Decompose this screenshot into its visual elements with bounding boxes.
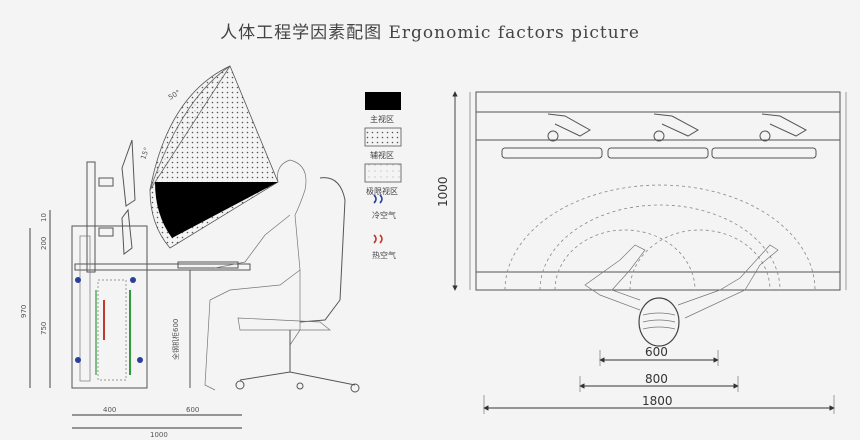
plan-dim-1800: 1800 xyxy=(642,394,673,408)
dim-height-total: 970 xyxy=(20,305,28,318)
dim-cabinet-depth: 400 xyxy=(103,406,116,414)
legend-aux-label: 辅视区 xyxy=(370,150,394,160)
cabinet-label: 全钢机柜600 xyxy=(171,319,180,360)
monitor-pole xyxy=(86,161,96,273)
legend-hot-label: 热空气 xyxy=(372,250,396,260)
legend: 主视区 辅视区 极限视区 冷空气 热空气 xyxy=(364,92,402,260)
monitor-arm-lower xyxy=(98,227,114,237)
steel-cabinet xyxy=(71,225,148,389)
chair-back xyxy=(299,177,346,323)
monitor-set xyxy=(501,113,817,159)
side-view: 50° 15° 全钢机柜600 xyxy=(20,65,360,439)
legend-main-label: 主视区 xyxy=(370,114,394,124)
plan-view: 1000 600 800 1800 xyxy=(436,91,847,414)
dim-desk: 750 xyxy=(40,322,48,335)
legend-aux-swatch xyxy=(364,127,402,147)
legend-main-swatch xyxy=(365,92,401,110)
angle-top-label: 50° xyxy=(167,89,182,102)
legend-limit-swatch xyxy=(364,163,402,183)
desk-top xyxy=(74,263,251,271)
monitor-lower xyxy=(121,208,133,255)
console-frame xyxy=(475,91,841,291)
page-title: 人体工程学因素配图 Ergonomic factors picture xyxy=(220,23,640,43)
cold-air-icon xyxy=(373,194,383,204)
monitor-arm-upper xyxy=(98,177,114,187)
dim-total-depth: 1000 xyxy=(150,431,168,439)
reach-arc-outer xyxy=(504,184,816,291)
keyboard xyxy=(177,261,239,269)
hot-air-icon xyxy=(373,234,383,244)
legend-cold-label: 冷空气 xyxy=(372,210,396,220)
angle-mid-label: 15° xyxy=(139,146,151,160)
monitor-upper xyxy=(121,139,136,207)
plan-dim-600: 600 xyxy=(645,345,668,359)
legend-limit-label: 极限视区 xyxy=(366,186,398,196)
plan-dim-depth: 1000 xyxy=(436,176,450,207)
dim-knee: 600 xyxy=(186,406,199,414)
person-head xyxy=(638,297,680,347)
dim-monitor: 10 xyxy=(40,213,48,222)
main-view-zone xyxy=(155,182,278,238)
dim-upper: 200 xyxy=(40,237,48,250)
plan-dim-800: 800 xyxy=(645,372,668,386)
